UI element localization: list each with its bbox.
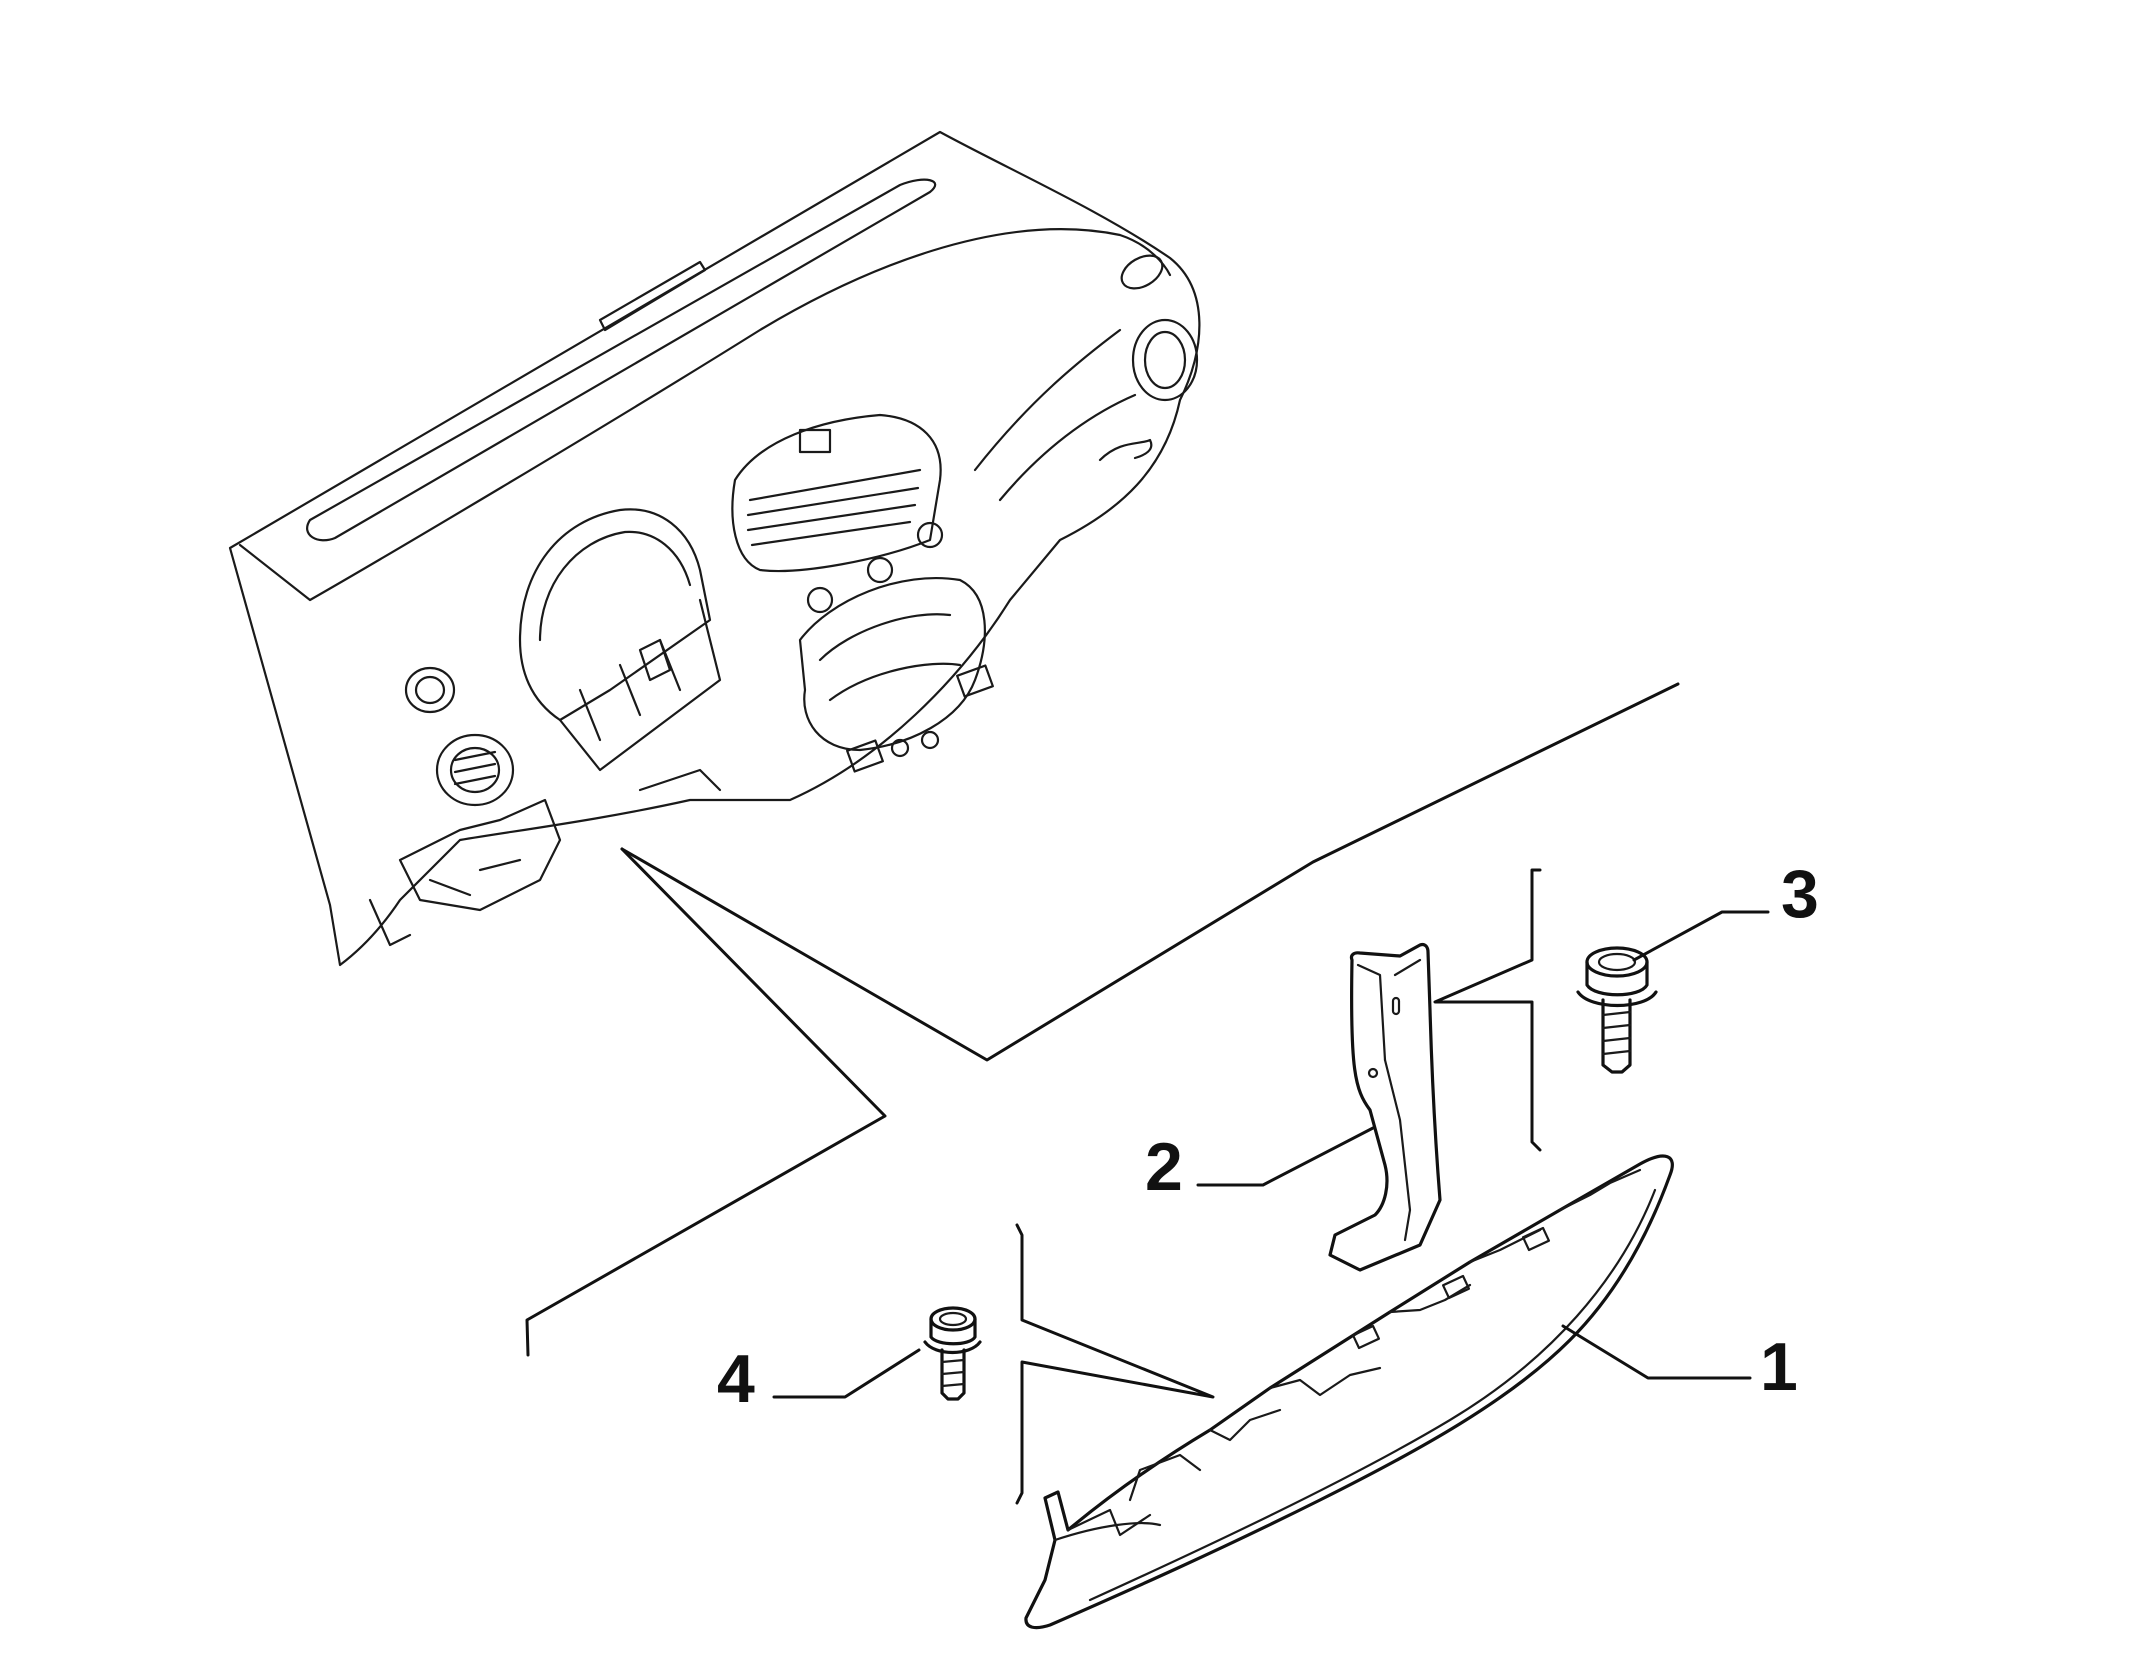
callout-4: 4 [717,1341,921,1417]
callout-3-label: 3 [1781,856,1819,932]
screw-part-3 [1576,946,1658,1074]
callout-2-leader [1196,1126,1375,1187]
assembly-guide-lines [525,682,1680,1357]
callout-4-label: 4 [717,1341,755,1417]
callout-2-label: 2 [1145,1129,1183,1205]
screw-part-4 [923,1306,982,1401]
bracket-part-2 [1328,942,1442,1272]
callout-3-leader [1632,910,1770,962]
callout-1-label: 1 [1760,1329,1798,1405]
callout-1-leader [1561,1324,1752,1380]
lower-panel-part-1 [1024,1154,1674,1630]
dashboard-assembly [228,130,1201,967]
callout-2: 2 [1145,1126,1375,1205]
callout-1: 1 [1561,1324,1798,1405]
callout-4-leader [772,1348,921,1399]
callout-3: 3 [1632,856,1819,962]
grouping-braces [1015,868,1542,1505]
